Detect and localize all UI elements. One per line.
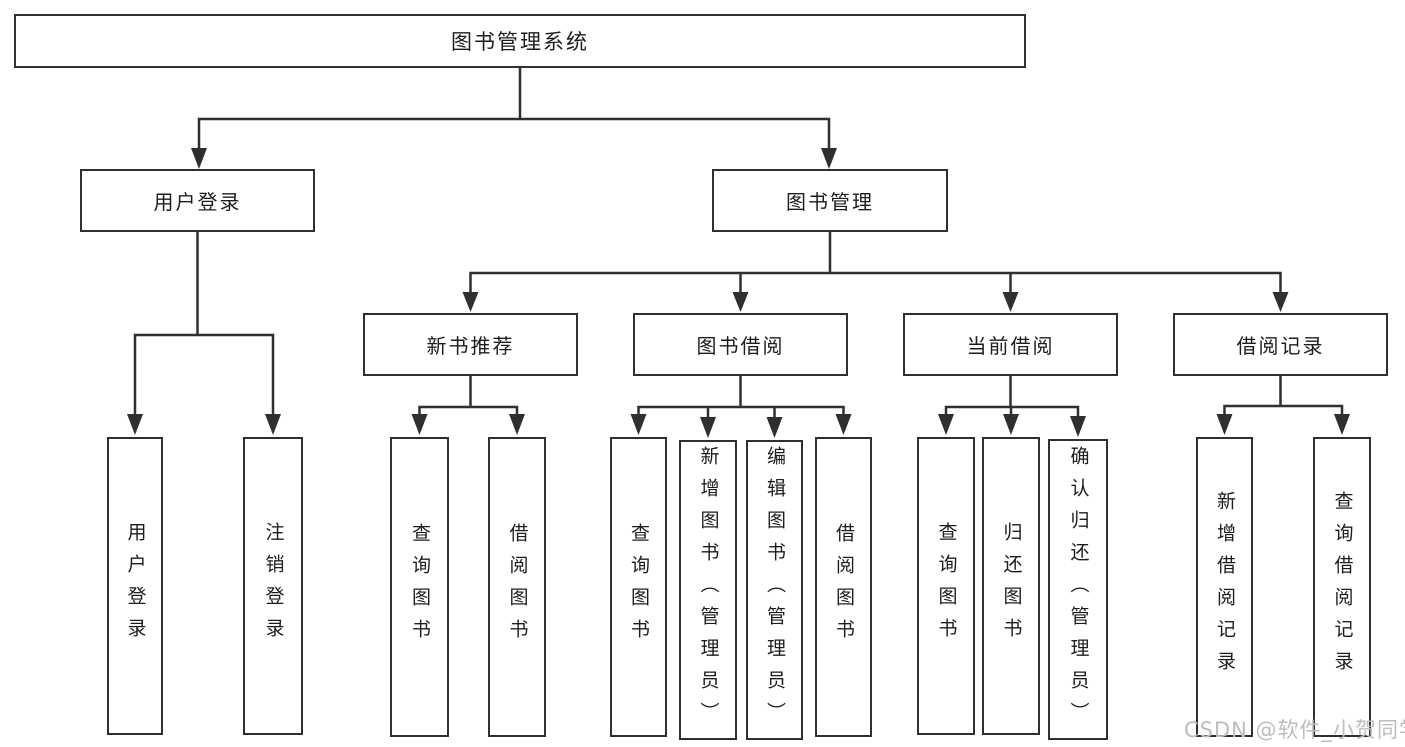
leaf-query-books-recommend: 查询图书: [390, 437, 449, 737]
leaf-query-borrow-record: 查询借阅记录: [1313, 437, 1371, 737]
node-label: 注销登录: [262, 522, 285, 650]
node-book-management: 图书管理: [712, 169, 948, 232]
node-current-borrowing: 当前借阅: [903, 313, 1118, 376]
node-label: 查询图书: [628, 523, 650, 651]
node-label: 新增图书（管理员）: [697, 446, 720, 734]
node-label: 查询借阅记录: [1331, 491, 1354, 683]
node-user-login: 用户登录: [80, 169, 315, 232]
leaf-query-books-current: 查询图书: [917, 437, 975, 735]
node-label: 归还图书: [1000, 522, 1023, 650]
node-borrowing-records: 借阅记录: [1173, 313, 1388, 376]
node-label: 图书管理系统: [451, 30, 589, 54]
node-label: 图书管理: [786, 190, 874, 214]
node-label: 查询图书: [935, 522, 958, 650]
leaf-return-books: 归还图书: [982, 437, 1040, 735]
node-label: 借阅记录: [1236, 334, 1325, 358]
leaf-query-books-borrow: 查询图书: [610, 437, 667, 737]
leaf-edit-book-admin: 编辑图书（管理员）: [746, 440, 803, 740]
node-label: 编辑图书（管理员）: [764, 446, 786, 734]
leaf-add-book-admin: 新增图书（管理员）: [679, 440, 737, 740]
leaf-user-login: 用户登录: [107, 437, 163, 735]
node-label: 当前借阅: [966, 334, 1055, 358]
node-label: 用户登录: [153, 190, 242, 214]
node-label: 查询图书: [409, 523, 431, 651]
leaf-add-borrow-record: 新增借阅记录: [1196, 437, 1253, 737]
node-label: 新增借阅记录: [1214, 491, 1236, 683]
leaf-borrow-books: 借阅图书: [815, 437, 872, 737]
node-label: 新书推荐: [426, 334, 515, 358]
leaf-confirm-return-admin: 确认归还（管理员）: [1048, 439, 1108, 740]
node-label: 借阅图书: [506, 523, 529, 651]
node-library-management-system: 图书管理系统: [14, 14, 1026, 68]
node-label: 图书借阅: [696, 334, 785, 358]
node-label: 用户登录: [124, 522, 147, 650]
node-new-book-recommendation: 新书推荐: [363, 313, 578, 376]
node-book-borrowing: 图书借阅: [633, 313, 848, 376]
node-label: 确认归还（管理员）: [1067, 445, 1090, 734]
node-label: 借阅图书: [833, 523, 855, 651]
watermark-text: CSDN @软件_小贺同学: [1184, 718, 1405, 742]
leaf-borrow-books-recommend: 借阅图书: [488, 437, 546, 737]
leaf-logout: 注销登录: [243, 437, 303, 735]
